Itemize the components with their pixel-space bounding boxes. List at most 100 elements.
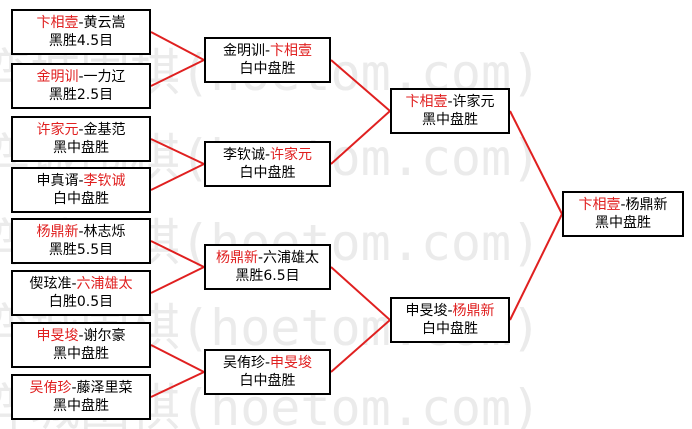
match-box-round2: 金明训-卞相壹 白中盘胜 xyxy=(204,37,331,83)
connector-line xyxy=(330,319,391,373)
match-box-final: 卞相壹-杨鼎新 黑中盘胜 xyxy=(562,191,684,237)
player-name: 金基范 xyxy=(83,122,126,138)
match-players: 卞相壹-杨鼎新 xyxy=(578,196,667,214)
separator: - xyxy=(264,147,271,163)
match-result: 黑中盘胜 xyxy=(53,140,109,156)
match-result: 白中盘胜 xyxy=(239,61,296,77)
match-players: 杨鼎新-六浦雄太 xyxy=(216,249,319,267)
match-result: 白中盘胜 xyxy=(422,321,478,337)
player-name: 杨鼎新 xyxy=(452,303,495,319)
match-players: 卞相壹-黄云嵩 xyxy=(36,14,125,32)
match-box-round1: 申真谞-李钦诚 白中盘胜 xyxy=(11,167,151,213)
player-name: 申旻埈 xyxy=(405,303,448,319)
match-result: 黑中盘胜 xyxy=(595,215,651,231)
match-box-round1: 吴侑珍-藤泽里菜 黑中盘胜 xyxy=(11,374,151,420)
player-name: 许家元 xyxy=(452,94,495,110)
connector-line xyxy=(330,266,391,321)
player-name: 黄云嵩 xyxy=(83,15,126,31)
separator: - xyxy=(78,224,84,240)
match-box-round1: 偰玹准-六浦雄太 白胜0.5目 xyxy=(11,270,151,316)
match-box-round1: 杨鼎新-林志烁 黑胜5.5目 xyxy=(11,218,151,264)
match-players: 卞相壹-许家元 xyxy=(405,93,494,111)
match-box-round2: 杨鼎新-六浦雄太 黑胜6.5目 xyxy=(204,244,331,290)
connector-line xyxy=(150,266,205,294)
match-players: 申真谞-李钦诚 xyxy=(36,172,125,190)
player-name: 六浦雄太 xyxy=(76,276,133,292)
player-name: 卞相壹 xyxy=(578,197,621,213)
player-name: 谢尔豪 xyxy=(83,328,126,344)
separator: - xyxy=(78,173,84,189)
match-box-round1: 许家元-金基范 黑中盘胜 xyxy=(11,116,151,162)
match-players: 杨鼎新-林志烁 xyxy=(36,223,125,241)
player-name: 林志烁 xyxy=(83,224,126,240)
player-name: 申旻埈 xyxy=(36,328,79,344)
connector-line xyxy=(150,163,205,191)
match-players: 金明训-一力辽 xyxy=(36,68,125,86)
match-box-round1: 申旻埈-谢尔豪 黑中盘胜 xyxy=(11,322,151,368)
player-name: 一力辽 xyxy=(83,69,126,85)
match-result: 黑中盘胜 xyxy=(53,398,109,414)
match-result: 黑胜6.5目 xyxy=(235,268,300,284)
separator: - xyxy=(264,355,271,371)
player-name: 吴侑珍 xyxy=(222,355,265,371)
match-result: 白中盘胜 xyxy=(239,373,296,389)
separator: - xyxy=(264,43,271,59)
match-box-round1: 金明训-一力辽 黑胜2.5目 xyxy=(11,63,151,109)
match-result: 白中盘胜 xyxy=(53,191,109,207)
player-name: 卞相壹 xyxy=(405,94,448,110)
connector-line xyxy=(330,59,391,112)
separator: - xyxy=(71,380,77,396)
connector-line xyxy=(150,344,205,373)
separator: - xyxy=(78,328,84,344)
match-players: 申旻埈-杨鼎新 xyxy=(405,302,494,320)
match-result: 黑胜4.5目 xyxy=(48,33,114,49)
separator: - xyxy=(78,69,84,85)
player-name: 杨鼎新 xyxy=(215,250,258,266)
player-name: 金明训 xyxy=(36,69,79,85)
match-players: 吴侑珍-藤泽里菜 xyxy=(29,379,132,397)
match-players: 李钦诚-许家元 xyxy=(223,146,312,164)
separator: - xyxy=(447,303,453,319)
match-box-round3: 申旻埈-杨鼎新 白中盘胜 xyxy=(390,297,510,343)
player-name: 李钦诚 xyxy=(222,147,265,163)
player-name: 卞相壹 xyxy=(36,15,79,31)
match-box-round2: 李钦诚-许家元 白中盘胜 xyxy=(204,141,331,187)
separator: - xyxy=(620,197,626,213)
player-name: 偰玹准 xyxy=(29,276,72,292)
player-name: 许家元 xyxy=(36,122,79,138)
connector-line xyxy=(150,31,205,61)
match-result: 白中盘胜 xyxy=(239,165,296,181)
match-players: 申旻埈-谢尔豪 xyxy=(36,327,125,345)
connector-lines xyxy=(150,31,563,398)
match-box-round2: 吴侑珍-申旻埈 白中盘胜 xyxy=(204,349,331,395)
player-name: 李钦诚 xyxy=(83,173,126,189)
player-name: 卞相壹 xyxy=(270,43,313,59)
connector-line xyxy=(150,240,205,268)
match-players: 偰玹准-六浦雄太 xyxy=(29,275,132,293)
connector-line xyxy=(150,371,205,398)
match-players: 吴侑珍-申旻埈 xyxy=(223,354,312,372)
separator: - xyxy=(78,122,84,138)
match-box-round1: 卞相壹-黄云嵩 黑胜4.5目 xyxy=(11,9,151,55)
connector-line xyxy=(509,213,563,321)
player-name: 金明训 xyxy=(222,43,265,59)
separator: - xyxy=(447,94,453,110)
match-result: 黑胜5.5目 xyxy=(48,242,114,258)
connector-line xyxy=(509,110,563,215)
player-name: 申旻埈 xyxy=(270,355,313,371)
player-name: 杨鼎新 xyxy=(625,197,668,213)
match-players: 金明训-卞相壹 xyxy=(223,42,312,60)
connector-line xyxy=(150,138,205,165)
match-result: 白胜0.5目 xyxy=(48,294,114,310)
separator: - xyxy=(257,250,264,266)
match-result: 黑胜2.5目 xyxy=(48,87,114,103)
player-name: 藤泽里菜 xyxy=(76,380,133,396)
player-name: 申真谞 xyxy=(36,173,79,189)
match-result: 黑中盘胜 xyxy=(422,112,478,128)
player-name: 六浦雄太 xyxy=(263,250,320,266)
player-name: 许家元 xyxy=(270,147,313,163)
match-box-round3: 卞相壹-许家元 黑中盘胜 xyxy=(390,88,510,134)
player-name: 杨鼎新 xyxy=(36,224,79,240)
player-name: 吴侑珍 xyxy=(29,380,72,396)
connector-line xyxy=(330,110,391,165)
